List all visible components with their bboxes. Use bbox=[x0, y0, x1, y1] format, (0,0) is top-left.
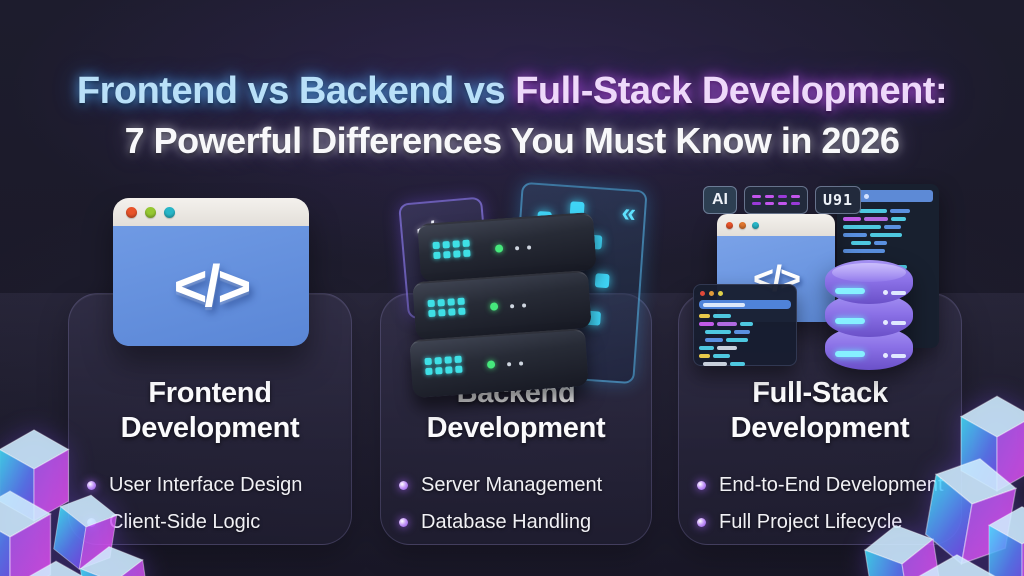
window-dot-orange-icon bbox=[739, 221, 746, 229]
browser-titlebar bbox=[717, 214, 835, 236]
card-title-line: Full-Stack bbox=[752, 377, 888, 409]
bullet-dot-icon bbox=[87, 480, 96, 490]
ai-badge: AI bbox=[703, 186, 737, 214]
window-dot-red-icon bbox=[726, 221, 733, 229]
card-backend: </> « « bbox=[380, 181, 652, 545]
database-dot-icon bbox=[883, 320, 888, 325]
card-title-line: Development bbox=[730, 412, 910, 445]
server-led-grid-icon bbox=[432, 239, 471, 260]
bullet-text: Full Project Lifecycle bbox=[719, 510, 903, 533]
server-power-led-icon bbox=[486, 360, 496, 369]
card-frontend-title: Frontend Development bbox=[69, 294, 351, 447]
card-title-line: Development bbox=[120, 412, 300, 445]
server-led-grid-icon bbox=[427, 297, 466, 318]
database-dash-icon bbox=[891, 320, 906, 325]
window-dots bbox=[700, 291, 791, 296]
card-fullstack-title: Full-Stack Development bbox=[679, 294, 961, 447]
browser-code-icon: </> bbox=[113, 198, 309, 346]
bullet-dot-icon bbox=[697, 517, 706, 527]
bullet-text: End-to-End Development bbox=[719, 473, 944, 496]
title-segment-blue: Frontend vs Backend vs bbox=[76, 70, 506, 112]
database-dash-icon bbox=[891, 353, 906, 358]
bullet-item: End-to-End Development bbox=[697, 467, 961, 504]
card-frontend-bullets: User Interface Design Client-Side Logic bbox=[69, 467, 351, 541]
server-unit bbox=[409, 327, 589, 399]
title-segment-purple: Full-Stack Development: bbox=[515, 70, 948, 112]
code-lines bbox=[699, 314, 791, 366]
card-backend-bullets: Server Management Database Handling bbox=[381, 467, 651, 541]
address-bar bbox=[699, 300, 791, 309]
server-power-led-icon bbox=[489, 302, 499, 311]
toolbar-badges: AI U91 bbox=[703, 186, 861, 214]
bullet-dot-icon bbox=[399, 517, 408, 527]
bullet-item: Full Project Lifecycle bbox=[697, 504, 961, 541]
database-led-strip-icon bbox=[835, 351, 865, 357]
crystal-cluster-left bbox=[0, 429, 153, 576]
server-dot-icon bbox=[518, 361, 524, 366]
code-brackets-icon: </> bbox=[173, 253, 252, 319]
window-dot-teal-icon bbox=[164, 206, 175, 218]
bullet-item: Database Handling bbox=[399, 504, 651, 541]
database-dash-icon bbox=[891, 290, 906, 295]
window-dot-green-icon bbox=[145, 206, 156, 218]
bullet-item: User Interface Design bbox=[87, 467, 351, 504]
card-frontend: </> Frontend Development User Interface … bbox=[68, 198, 352, 545]
server-dot-icon bbox=[509, 304, 515, 309]
bullet-dot-icon bbox=[697, 480, 706, 490]
server-stack-icon bbox=[409, 211, 611, 399]
card-title-line: Development bbox=[426, 412, 606, 445]
browser-titlebar bbox=[113, 198, 309, 226]
chevron-left-icon: « bbox=[620, 196, 638, 228]
server-power-led-icon bbox=[494, 244, 504, 253]
card-title-line: Frontend bbox=[148, 377, 272, 409]
bullet-item: Server Management bbox=[399, 467, 651, 504]
database-led-strip-icon bbox=[835, 288, 865, 294]
database-led-strip-icon bbox=[835, 318, 865, 324]
server-dot-icon bbox=[514, 246, 520, 251]
version-badge: U91 bbox=[815, 186, 861, 214]
bullet-text: User Interface Design bbox=[109, 473, 303, 496]
page-title: Frontend vs Backend vs Full-Stack Develo… bbox=[0, 70, 1024, 162]
code-lines-badge-icon bbox=[744, 186, 808, 214]
bullet-text: Database Handling bbox=[421, 510, 592, 533]
card-fullstack: AI U91 bbox=[678, 184, 962, 545]
bullet-text: Server Management bbox=[421, 473, 603, 496]
database-dot-icon bbox=[883, 290, 888, 295]
code-window-icon bbox=[693, 284, 797, 366]
server-dot-icon bbox=[526, 245, 532, 250]
window-dot-red-icon bbox=[126, 206, 137, 218]
server-dot-icon bbox=[521, 303, 527, 308]
bullet-text: Client-Side Logic bbox=[109, 510, 261, 533]
server-led-grid-icon bbox=[424, 355, 463, 376]
database-disk bbox=[825, 260, 913, 304]
database-dot-icon bbox=[883, 353, 888, 358]
window-dot-teal-icon bbox=[752, 221, 759, 229]
crystal-cluster-right bbox=[861, 395, 1024, 576]
title-line-2: 7 Powerful Differences You Must Know in … bbox=[124, 119, 900, 161]
card-fullstack-bullets: End-to-End Development Full Project Life… bbox=[679, 467, 961, 541]
database-icon bbox=[825, 260, 913, 372]
browser-body: </> bbox=[113, 226, 309, 346]
server-dot-icon bbox=[506, 362, 512, 367]
title-line-1: Frontend vs Backend vs Full-Stack Develo… bbox=[0, 70, 1024, 114]
bullet-dot-icon bbox=[399, 480, 408, 490]
